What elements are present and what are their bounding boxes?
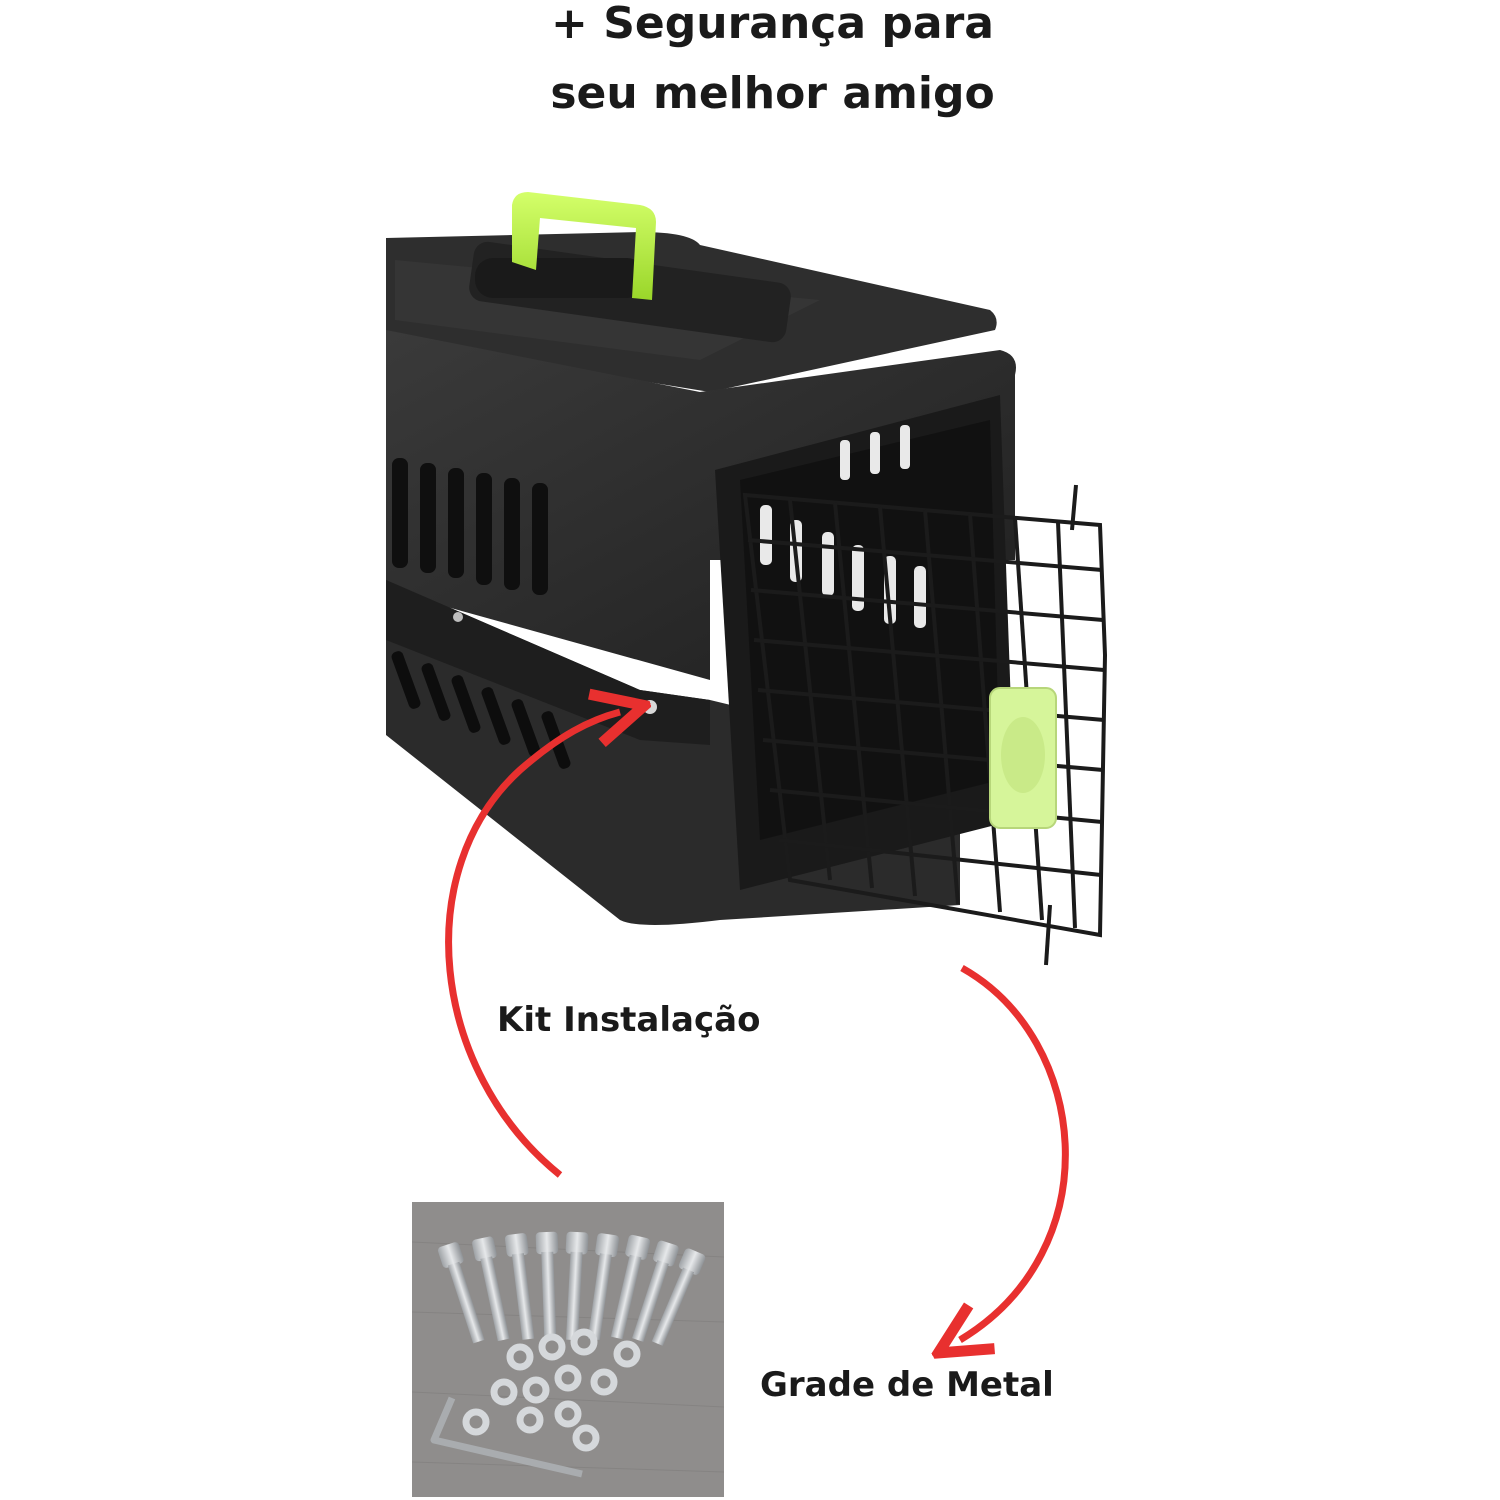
headline-line-1: + Segurança para: [551, 0, 994, 49]
carrier-top: [386, 232, 997, 392]
kit-arrow: [445, 712, 620, 1178]
bolt-group: [437, 1231, 706, 1346]
grade-arrow: [960, 964, 1069, 1340]
nut-group: [462, 1328, 641, 1452]
installation-kit-photo: [412, 1202, 724, 1497]
allen-key: [430, 1396, 583, 1478]
grade-de-metal-label: Grade de Metal: [760, 1365, 1054, 1405]
kit-instalacao-label: Kit Instalação: [497, 1000, 761, 1040]
door-latch: [989, 687, 1057, 829]
metal-grid-door: [742, 484, 1108, 966]
carrier-handle: [512, 192, 656, 300]
headline-line-2: seu melhor amigo: [550, 68, 995, 119]
